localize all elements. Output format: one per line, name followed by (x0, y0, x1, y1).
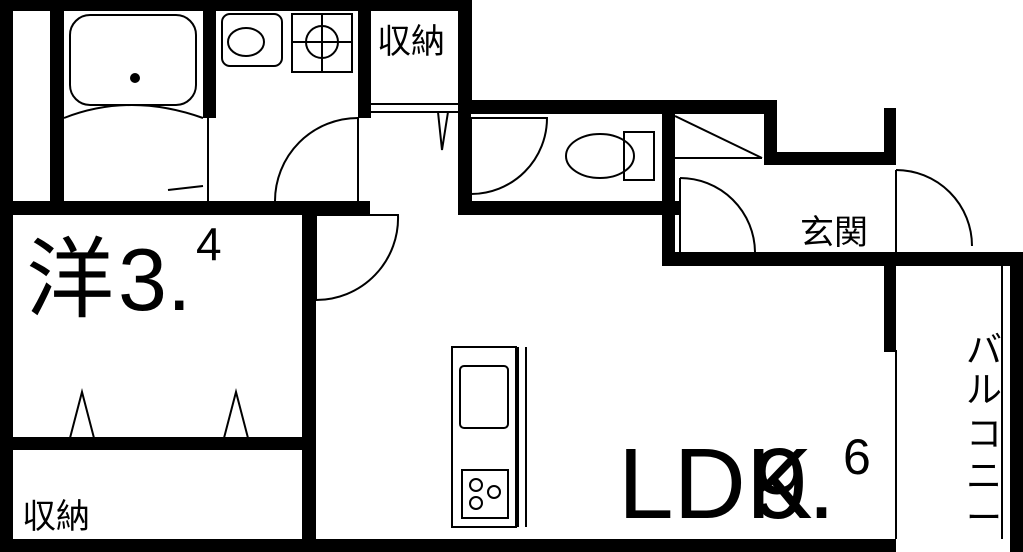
sink (459, 365, 509, 429)
ldk-name: LDK (618, 428, 813, 540)
balcony-label-5: ー (966, 498, 1002, 539)
storage-bottom-label: 収納 (22, 497, 90, 537)
western-room-size: 3. (118, 230, 191, 329)
balcony-label-4: ニ (966, 456, 1002, 497)
entrance-label: 玄関 (800, 213, 868, 253)
stove (461, 469, 509, 519)
ldk-size: 9. (752, 428, 835, 540)
toilet (565, 133, 635, 179)
bathtub (69, 14, 197, 106)
western-room-name: 洋 (26, 228, 114, 331)
ldk-size-decimal: 6 (843, 429, 871, 485)
fixtures (5, 13, 1003, 539)
balcony-label-2: ル (966, 370, 1002, 411)
western-room-size-decimal: 4 (196, 218, 222, 270)
wash-basin (221, 13, 283, 67)
kitchen-counter (451, 346, 517, 528)
doors (167, 103, 973, 301)
room-labels: 洋 3. 4 LDK 9. 6 収納 収納 玄関 バ ル コ ニ ー (22, 22, 1002, 540)
storage-top-label: 収納 (377, 22, 445, 62)
balcony-label-1: バ (966, 330, 1002, 371)
balcony-label-3: コ (966, 414, 1002, 455)
